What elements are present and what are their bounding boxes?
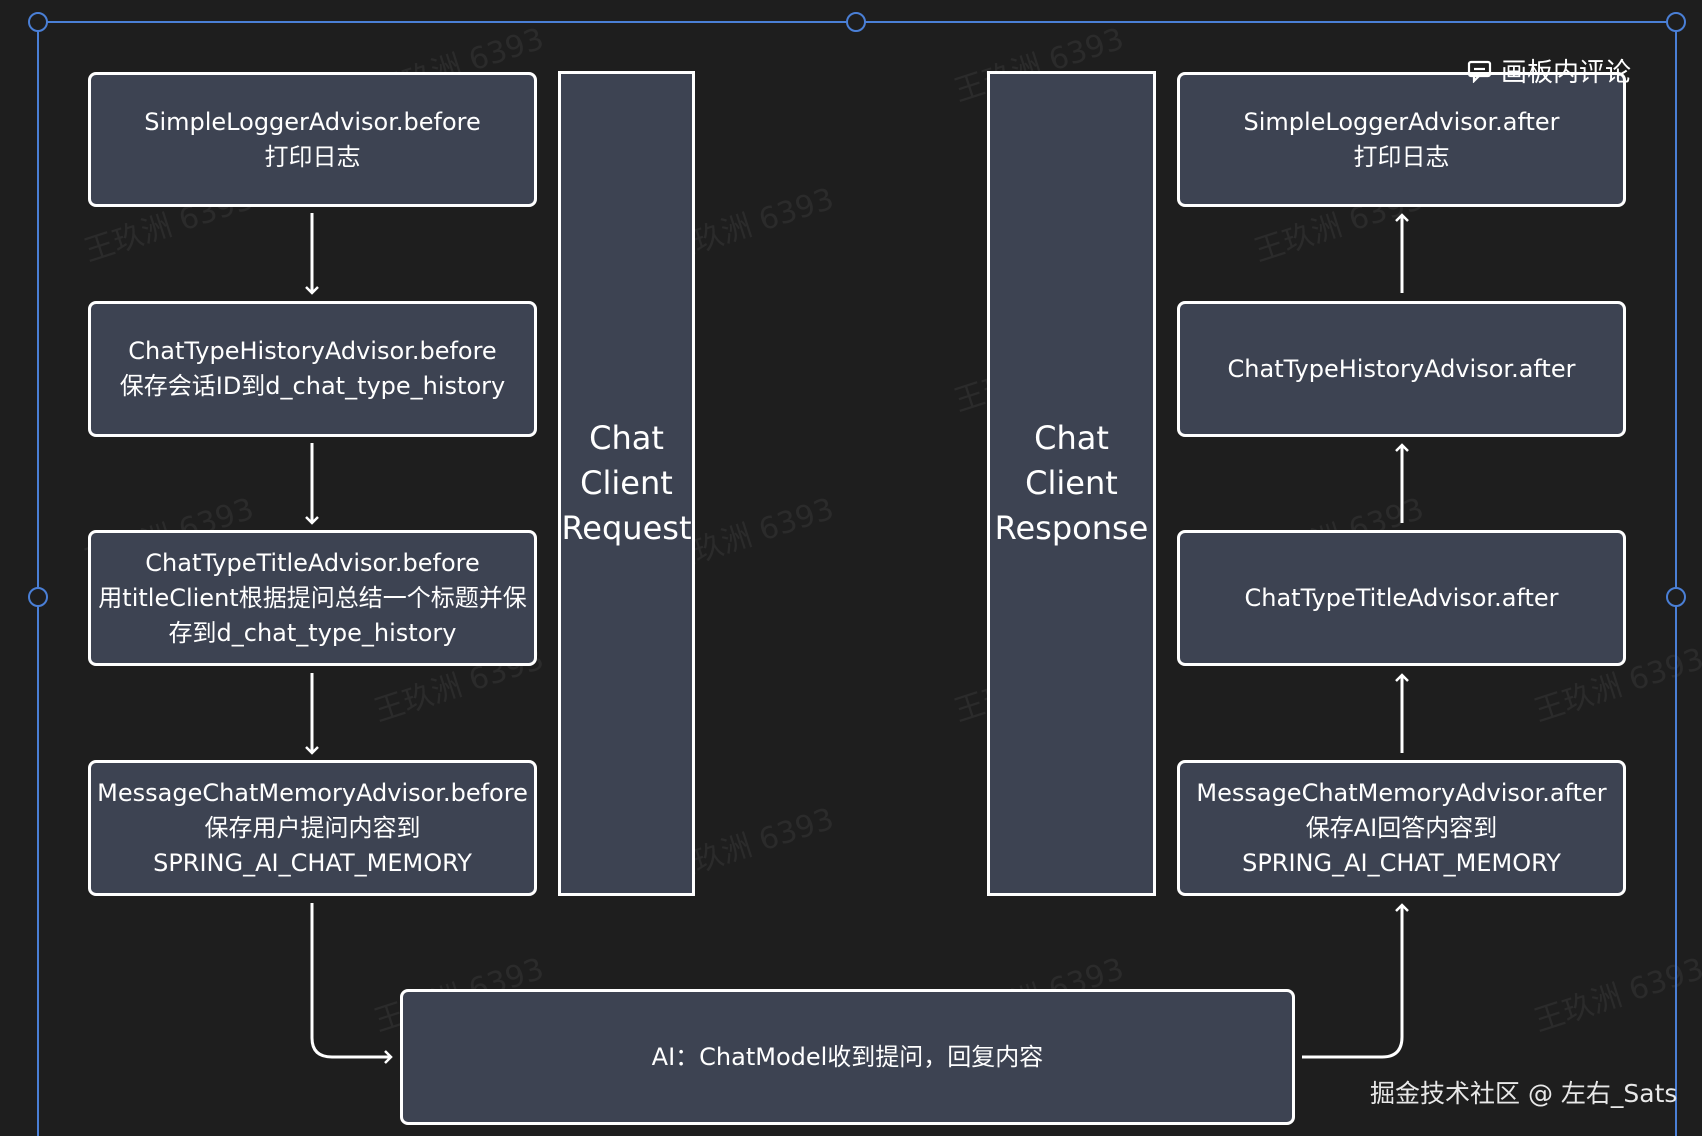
- advisor-box-title-after[interactable]: ChatTypeTitleAdvisor.after: [1177, 530, 1626, 666]
- advisor-box-line: SimpleLoggerAdvisor.before: [144, 107, 481, 136]
- chat-client-response-column[interactable]: Chat Client Response: [987, 71, 1156, 896]
- column-label: Chat Client Request: [561, 419, 692, 547]
- advisor-box-line: 保存用户提问内容到: [204, 813, 421, 842]
- canvas-comment-button[interactable]: 画板内评论: [1467, 52, 1631, 89]
- advisor-box-line: ChatTypeTitleAdvisor.before: [145, 548, 480, 577]
- resize-handle: [28, 587, 48, 607]
- resize-handle: [846, 12, 866, 32]
- advisor-box-history-after[interactable]: ChatTypeHistoryAdvisor.after: [1177, 301, 1626, 437]
- advisor-box-line: 保存会话ID到d_chat_type_history: [119, 372, 506, 400]
- advisor-box-line: 用titleClient根据提问总结一个标题并保: [98, 583, 527, 612]
- column-label: Chat Client Response: [994, 419, 1149, 547]
- resize-handle: [28, 12, 48, 32]
- resize-handle: [1666, 587, 1686, 607]
- advisor-box-memory-after[interactable]: MessageChatMemoryAdvisor.after 保存AI回答内容到…: [1177, 760, 1626, 896]
- advisor-box-line: ChatTypeHistoryAdvisor.after: [1227, 354, 1576, 383]
- chat-client-request-column[interactable]: Chat Client Request: [558, 71, 695, 896]
- advisor-box-line: ChatTypeTitleAdvisor.after: [1244, 583, 1559, 612]
- advisor-box-line: MessageChatMemoryAdvisor.after: [1196, 778, 1607, 807]
- advisor-box-simple-logger-before[interactable]: SimpleLoggerAdvisor.before 打印日志: [88, 72, 537, 207]
- advisor-box-line: SPRING_AI_CHAT_MEMORY: [1242, 848, 1561, 877]
- watermark: 王玖洲 6393: [1529, 951, 1702, 1040]
- ai-box-label: AI：ChatModel收到提问，回复内容: [651, 1042, 1044, 1071]
- comment-button-label: 画板内评论: [1501, 58, 1632, 88]
- arrow-connector: [1302, 903, 1409, 1059]
- advisor-box-line: 打印日志: [1353, 142, 1450, 171]
- advisor-box-line: MessageChatMemoryAdvisor.before: [97, 778, 528, 807]
- advisor-box-line: ChatTypeHistoryAdvisor.before: [128, 337, 497, 365]
- advisor-box-line: 存到d_chat_type_history: [168, 618, 457, 647]
- advisor-box-memory-before[interactable]: MessageChatMemoryAdvisor.before 保存用户提问内容…: [88, 760, 537, 896]
- advisor-box-title-before[interactable]: ChatTypeTitleAdvisor.before 用titleClient…: [88, 530, 537, 666]
- credit-text: 掘金技术社区 @ 左右_Sats: [1370, 1079, 1678, 1108]
- comment-icon: [1467, 60, 1492, 83]
- resize-handle: [1666, 12, 1686, 32]
- ai-chat-model-box[interactable]: AI：ChatModel收到提问，回复内容: [400, 989, 1295, 1125]
- advisor-box-line: SPRING_AI_CHAT_MEMORY: [153, 848, 472, 877]
- advisor-box-simple-logger-after[interactable]: SimpleLoggerAdvisor.after 打印日志: [1177, 72, 1626, 207]
- advisor-box-line: SimpleLoggerAdvisor.after: [1243, 107, 1560, 136]
- advisor-box-line: 保存AI回答内容到: [1305, 813, 1498, 842]
- advisor-box-line: 打印日志: [264, 142, 361, 171]
- advisor-box-history-before[interactable]: ChatTypeHistoryAdvisor.before 保存会话ID到d_c…: [88, 301, 537, 437]
